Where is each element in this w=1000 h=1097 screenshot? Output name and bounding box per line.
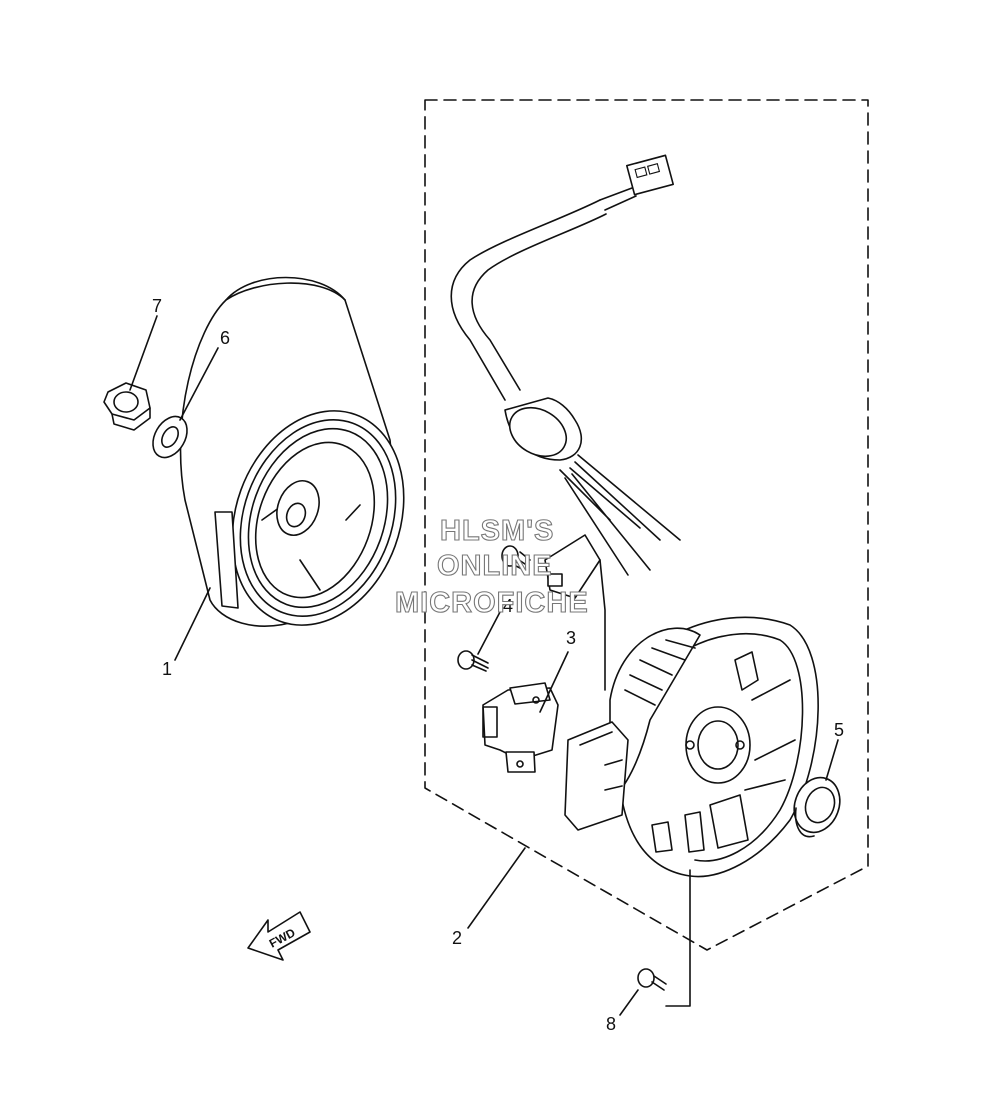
leader-line-2 — [467, 847, 526, 929]
callout-1: 1 — [162, 659, 172, 679]
upper-sensor-bracket[interactable] — [544, 534, 606, 691]
pulser-coil[interactable] — [564, 721, 629, 831]
wiring-harness[interactable] — [450, 154, 681, 576]
callout-2: 2 — [452, 928, 462, 948]
leader-line-5 — [825, 739, 839, 781]
pickup-screw[interactable] — [457, 650, 489, 672]
base-plate-screw[interactable] — [637, 968, 667, 991]
fwd-arrow-icon: FWD — [247, 911, 311, 961]
watermark-line-2: ONLINE — [437, 550, 553, 582]
flange-nut[interactable] — [103, 382, 151, 431]
callout-5: 5 — [834, 720, 844, 740]
leader-line-3 — [539, 651, 569, 713]
callout-3: 3 — [566, 628, 576, 648]
callout-8: 8 — [606, 1014, 616, 1034]
callout-6: 6 — [220, 328, 230, 348]
leader-line-7 — [129, 315, 158, 391]
upper-screw[interactable] — [501, 545, 531, 573]
fastener-line-8 — [665, 869, 691, 1007]
assembly-boundary-dashed — [424, 99, 869, 951]
callout-4: 4 — [503, 596, 513, 616]
leader-line-8 — [619, 989, 639, 1016]
callout-7: 7 — [152, 296, 162, 316]
leader-line-4 — [477, 611, 501, 655]
watermark-line-3: MICROFICHE — [395, 587, 589, 619]
pickup-sensor[interactable] — [482, 682, 559, 773]
leader-line-6 — [179, 347, 219, 421]
leader-line-1 — [174, 587, 211, 661]
watermark-line-1: HLSM'S — [440, 515, 554, 547]
flywheel-rotor[interactable] — [179, 276, 433, 650]
